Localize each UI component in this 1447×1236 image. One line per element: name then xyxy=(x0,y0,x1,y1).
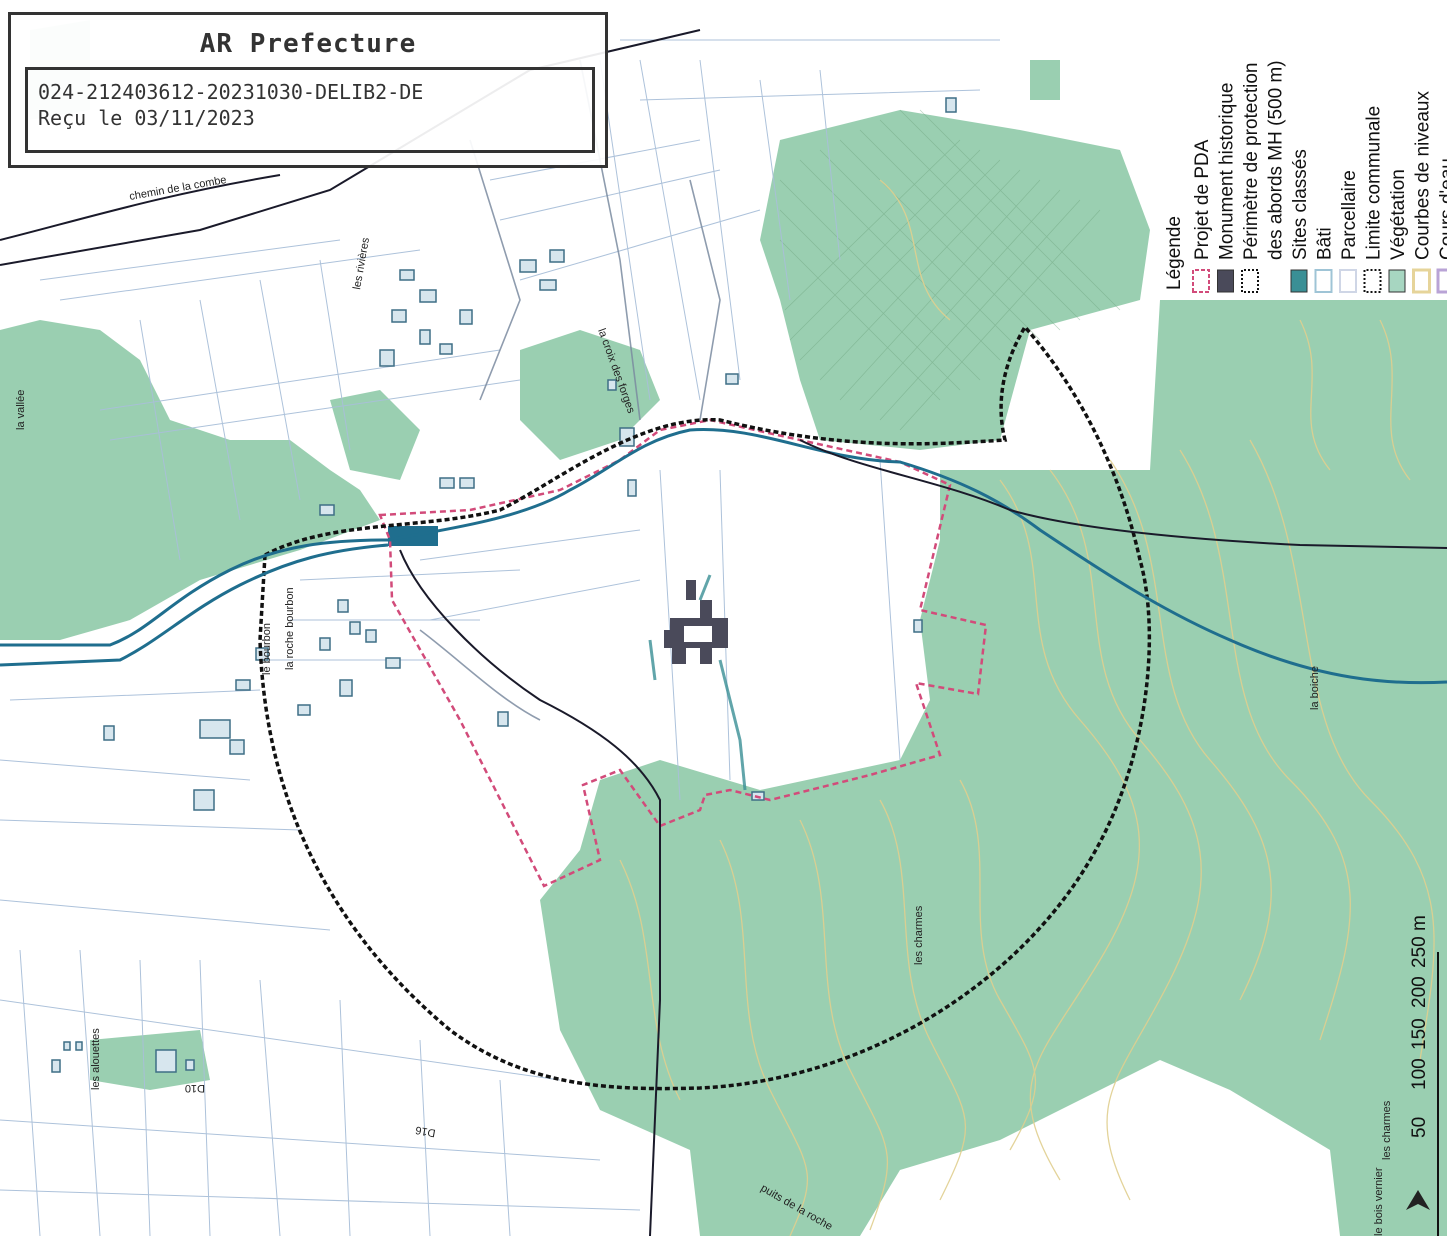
legend-swatch-6 xyxy=(1339,269,1357,293)
legend-label-8: Végétation xyxy=(1388,169,1409,260)
label-la-roche-bourbon: la roche bourbon xyxy=(284,587,296,670)
prefecture-stamp: AR Prefecture 024-212403612-20231030-DEL… xyxy=(8,12,608,168)
legend-label-10: Cours d'eau xyxy=(1437,158,1447,260)
legend-swatch-0 xyxy=(1192,269,1210,293)
pda-perimeter xyxy=(378,418,988,888)
label-road-d10: D10 xyxy=(185,1082,205,1094)
scale-tick-200: 200 xyxy=(1409,976,1430,1008)
stamp-reference: 024-212403612-20231030-DELIB2-DE xyxy=(38,80,424,104)
scale-tick-250: 250 m xyxy=(1409,915,1430,968)
label-les-rivieres: les rivières xyxy=(351,236,372,290)
label-le-bourbon: le bourbon xyxy=(261,623,273,675)
legend-swatch-4 xyxy=(1290,269,1308,293)
legend-label-4: Sites classés xyxy=(1290,149,1311,260)
label-la-vallee: la vallée xyxy=(15,390,27,430)
stamp-received-date: Reçu le 03/11/2023 xyxy=(38,106,255,130)
legend-label-1: Monument historique xyxy=(1217,83,1238,260)
legend-swatch-9 xyxy=(1412,268,1431,294)
legend-label-3: des abords MH (500 m) xyxy=(1266,60,1287,260)
stamp-title: AR Prefecture xyxy=(199,29,417,59)
legend-swatch-7 xyxy=(1363,269,1382,293)
legend-swatch-10 xyxy=(1436,268,1447,294)
monument-historique xyxy=(664,580,728,664)
label-les-alouettes: les alouettes xyxy=(90,1028,102,1090)
legend-swatch-1 xyxy=(1217,269,1234,293)
north-arrow-icon xyxy=(1406,1190,1430,1210)
legend-label-5: Bâti xyxy=(1315,227,1336,260)
contour-lines xyxy=(619,179,1435,1236)
sites-classes-hatching xyxy=(779,109,1121,431)
scale-tick-150: 150 xyxy=(1409,1018,1430,1050)
legend-label-2: Périmètre de protection xyxy=(1241,63,1262,261)
legend-swatch-5 xyxy=(1314,269,1333,293)
scale-tick-50: 50 xyxy=(1409,1117,1430,1138)
legend-label-0: Projet de PDA xyxy=(1192,139,1213,260)
label-la-boiche: la boiche xyxy=(1309,666,1321,710)
scale-bar: 50 100 150 200 250 m xyxy=(1409,915,1439,1236)
label-les-charmes: les charmes xyxy=(913,905,925,965)
mh-protection-perimeter xyxy=(258,324,1152,1091)
legend-label-7: Limite communale xyxy=(1364,106,1385,260)
label-les-charmes-2: les charmes xyxy=(1381,1100,1393,1160)
label-le-bois-vernier: le bois vernier xyxy=(1373,1167,1385,1236)
stamp-inner-box: 024-212403612-20231030-DELIB2-DE Reçu le… xyxy=(25,67,595,153)
legend-title: Légende xyxy=(1164,216,1185,290)
legend-swatch-2 xyxy=(1241,269,1259,293)
legend-swatch-8 xyxy=(1388,269,1406,293)
legend-label-9: Courbes de niveaux xyxy=(1413,91,1434,260)
rivers xyxy=(0,428,1447,685)
legend-label-6: Parcellaire xyxy=(1339,170,1360,260)
monument-ditch xyxy=(648,574,747,791)
scale-tick-100: 100 xyxy=(1409,1058,1430,1090)
label-road-d16: D16 xyxy=(415,1124,437,1139)
